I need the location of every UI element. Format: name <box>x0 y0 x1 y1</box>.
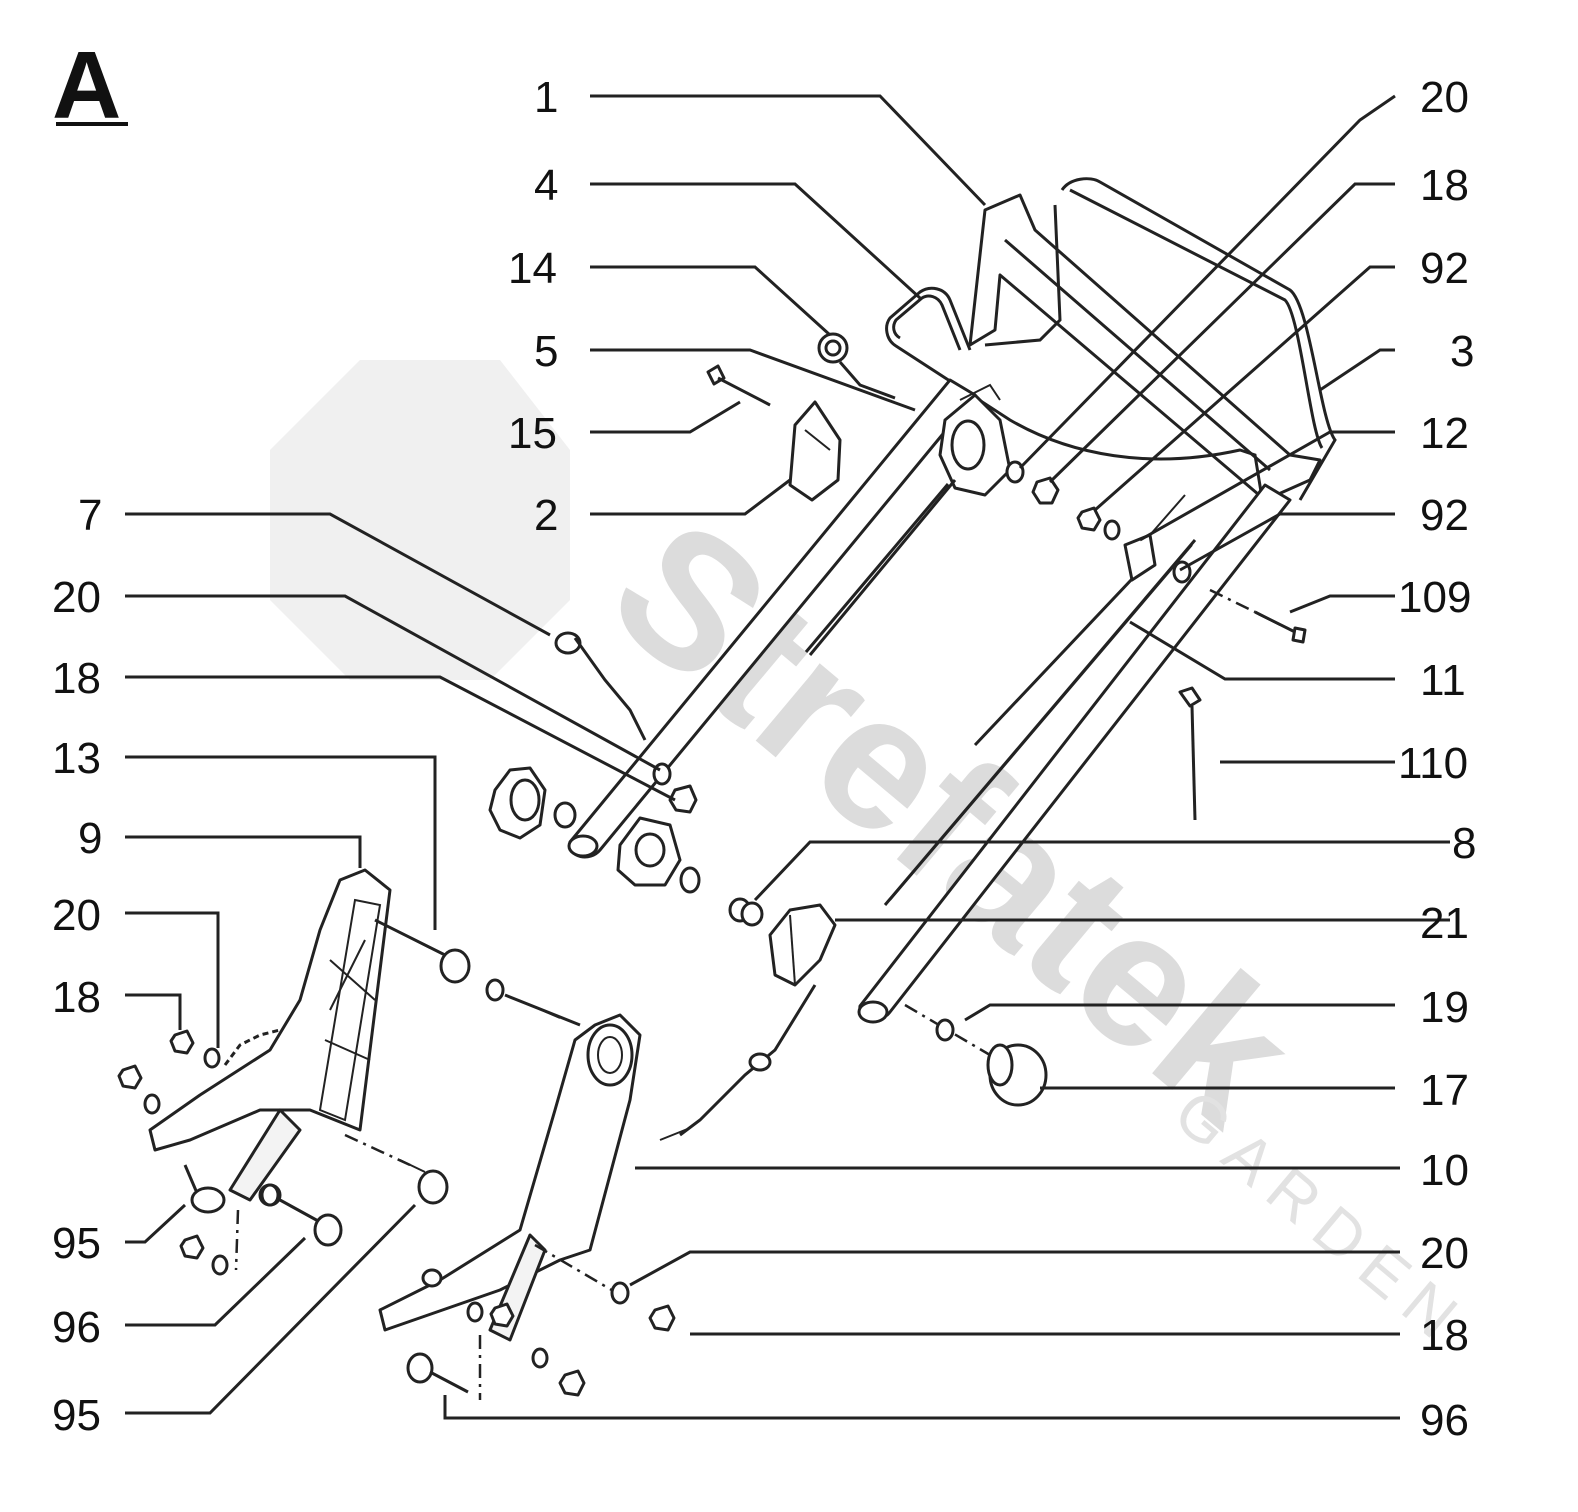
callout-21: 21 <box>1420 899 1469 948</box>
callout-18-bottom: 18 <box>1420 1311 1469 1360</box>
callout-8: 8 <box>1452 819 1476 868</box>
callout-4: 4 <box>534 161 558 210</box>
leader-lines <box>125 94 1450 1420</box>
callout-18-top: 18 <box>1420 161 1469 210</box>
callout-18-left-top: 18 <box>52 654 101 703</box>
bolt-109 <box>1209 588 1307 644</box>
fastener-group-bracket-10 <box>406 1301 586 1397</box>
fastener-group-left <box>117 1029 221 1115</box>
bolt-96-left <box>260 1183 343 1247</box>
callout-95-bottom: 95 <box>52 1391 101 1440</box>
callout-5: 5 <box>534 327 558 376</box>
callout-1: 1 <box>534 73 558 122</box>
bolt-13 <box>374 918 471 984</box>
callout-7: 7 <box>78 491 102 540</box>
cable-upper <box>808 479 957 656</box>
callout-109: 109 <box>1398 573 1471 622</box>
callout-92-mid: 92 <box>1420 491 1469 540</box>
upper-handle <box>968 177 1337 502</box>
callout-9: 9 <box>78 814 102 863</box>
cable-tie-110 <box>1178 686 1202 821</box>
adjust-knob-left <box>488 766 577 840</box>
callout-11: 11 <box>1420 656 1466 705</box>
gear-21 <box>768 903 837 987</box>
callout-17: 17 <box>1420 1066 1469 1115</box>
pin-7 <box>554 631 647 741</box>
callouts-right: 1 4 14 5 15 2 20 18 92 3 12 92 109 11 11… <box>508 73 1476 1445</box>
ratchet-plate <box>616 816 701 894</box>
callout-92-top: 92 <box>1420 244 1469 293</box>
callout-2: 2 <box>534 491 558 540</box>
callout-15: 15 <box>508 409 557 458</box>
lower-handle-tubes <box>567 378 1292 1024</box>
section-label: A <box>52 32 121 139</box>
bracket-10 <box>378 1013 642 1342</box>
callout-96-right: 96 <box>1420 1396 1469 1445</box>
bolt-middle <box>485 978 581 1027</box>
cable-end-10 <box>659 984 817 1141</box>
knob-95 <box>183 1164 226 1214</box>
callout-20-top: 20 <box>1420 73 1469 122</box>
bail-lever <box>885 286 1264 499</box>
fastener-group-top <box>1005 460 1192 584</box>
callout-12: 12 <box>1420 409 1469 458</box>
callout-96-left: 96 <box>52 1303 101 1352</box>
washer-19 <box>935 1018 955 1042</box>
knob-17 <box>986 1043 1048 1107</box>
washer-8 <box>728 897 764 927</box>
control-housing <box>938 383 1012 497</box>
callout-95-left: 95 <box>52 1219 101 1268</box>
callout-14: 14 <box>508 244 557 293</box>
callouts-left: 7 20 18 13 9 20 18 95 96 95 <box>52 491 102 1440</box>
bracket-2 <box>788 400 842 502</box>
callout-20-left: 20 <box>52 891 101 940</box>
callout-19: 19 <box>1420 983 1469 1032</box>
callout-13: 13 <box>52 734 101 783</box>
callout-3: 3 <box>1450 327 1474 376</box>
bolt-95-left <box>399 1159 449 1205</box>
callout-10: 10 <box>1420 1146 1469 1195</box>
callout-18-left: 18 <box>52 973 101 1022</box>
callout-20-bottom: 20 <box>1420 1229 1469 1278</box>
spring-14 <box>817 332 896 400</box>
callout-110: 110 <box>1398 739 1468 788</box>
cable-11 <box>973 558 1152 747</box>
callout-20-left-top: 20 <box>52 573 101 622</box>
bolt-15 <box>706 364 771 407</box>
